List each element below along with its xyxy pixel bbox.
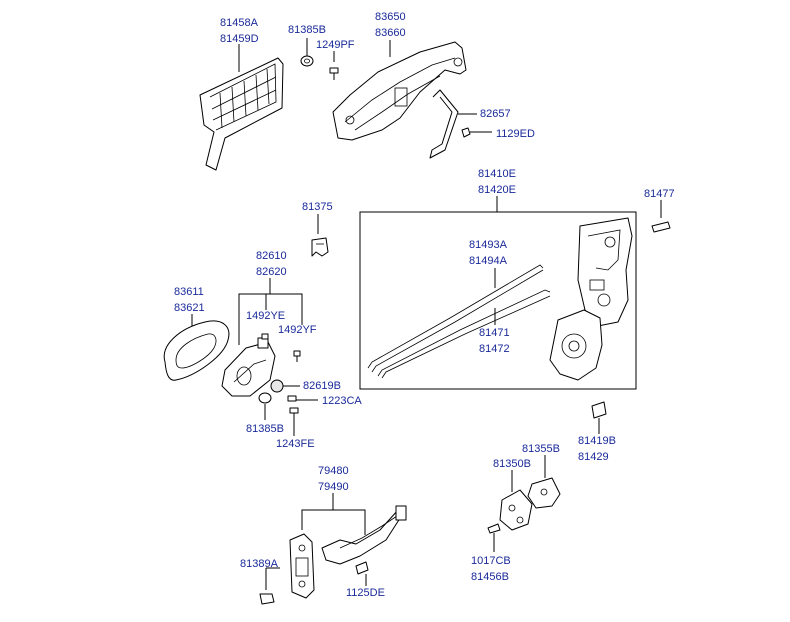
part-label-82619b: 82619B [303,380,341,392]
part-label-81477: 81477 [644,188,675,200]
clip-81375 [311,214,329,257]
part-label-1125de: 1125DE [346,587,385,599]
part-label-83660: 83660 [375,27,406,39]
screw-81385b-bottom [258,392,272,420]
part-label-81458a: 81458A [220,17,259,29]
part-label-81355b: 81355B [522,443,560,455]
part-label-1243fe: 1243FE [276,438,315,450]
screw-1492ye [261,333,269,340]
part-label-81459d: 81459D [220,33,259,45]
door-striker [499,489,533,531]
cap-82619b [270,379,300,393]
bolt-81389a [259,567,280,605]
part-label-81429: 81429 [578,451,609,463]
part-label-82620: 82620 [256,266,287,278]
outside-handle-frame [332,40,467,141]
screw-81385b-top [300,38,314,67]
inner-panel-bracket [199,44,284,171]
part-label-81472: 81472 [479,343,510,355]
screw-1129ed [461,127,492,138]
part-label-82610: 82610 [256,250,287,262]
door-latch-body [549,217,633,381]
striker-plate [527,477,561,509]
latch-assembly-box [359,211,637,390]
part-label-82657: 82657 [480,108,511,120]
part-label-81385b-top: 81385B [288,24,326,36]
part-label-1492yf: 1492YF [278,324,317,336]
screw-1223ca [287,395,318,402]
screw-1243fe [289,407,299,436]
latch-rods [367,264,551,379]
part-label-81385b-bottom: 81385B [246,423,284,435]
door-checker [289,505,407,599]
part-label-81419b: 81419B [578,435,616,447]
part-label-81456b: 81456B [471,571,509,583]
part-label-81493a: 81493A [469,239,508,251]
part-label-83611: 83611 [174,286,204,298]
bolt-81477 [651,200,671,233]
inside-handle-housing [221,337,276,397]
part-label-81494a: 81494A [469,255,508,267]
bolt-1125de [355,561,369,586]
part-label-1017cb: 1017CB [471,555,511,567]
bolt-1249pf [329,51,339,80]
part-label-83621: 83621 [174,302,205,314]
screw-1017cb [487,523,501,552]
pad-81419b [591,401,607,434]
part-label-79480: 79480 [318,465,349,477]
screw-1492yf [293,350,301,362]
part-label-81389a: 81389A [240,558,279,570]
rod-82657 [429,89,477,159]
part-label-81471: 81471 [479,327,510,339]
part-label-83650: 83650 [375,11,406,23]
part-label-79490: 79490 [318,481,349,493]
part-label-81375: 81375 [302,201,333,213]
inside-handle-bezel [163,320,230,381]
part-label-81350b: 81350B [493,458,531,470]
part-label-1492ye: 1492YE [246,310,285,322]
part-label-1249pf: 1249PF [316,39,355,51]
part-label-1223ca: 1223CA [322,395,362,407]
part-label-1129ed: 1129ED [496,128,535,140]
part-label-81420e: 81420E [478,184,516,196]
part-label-81410e: 81410E [478,168,516,180]
